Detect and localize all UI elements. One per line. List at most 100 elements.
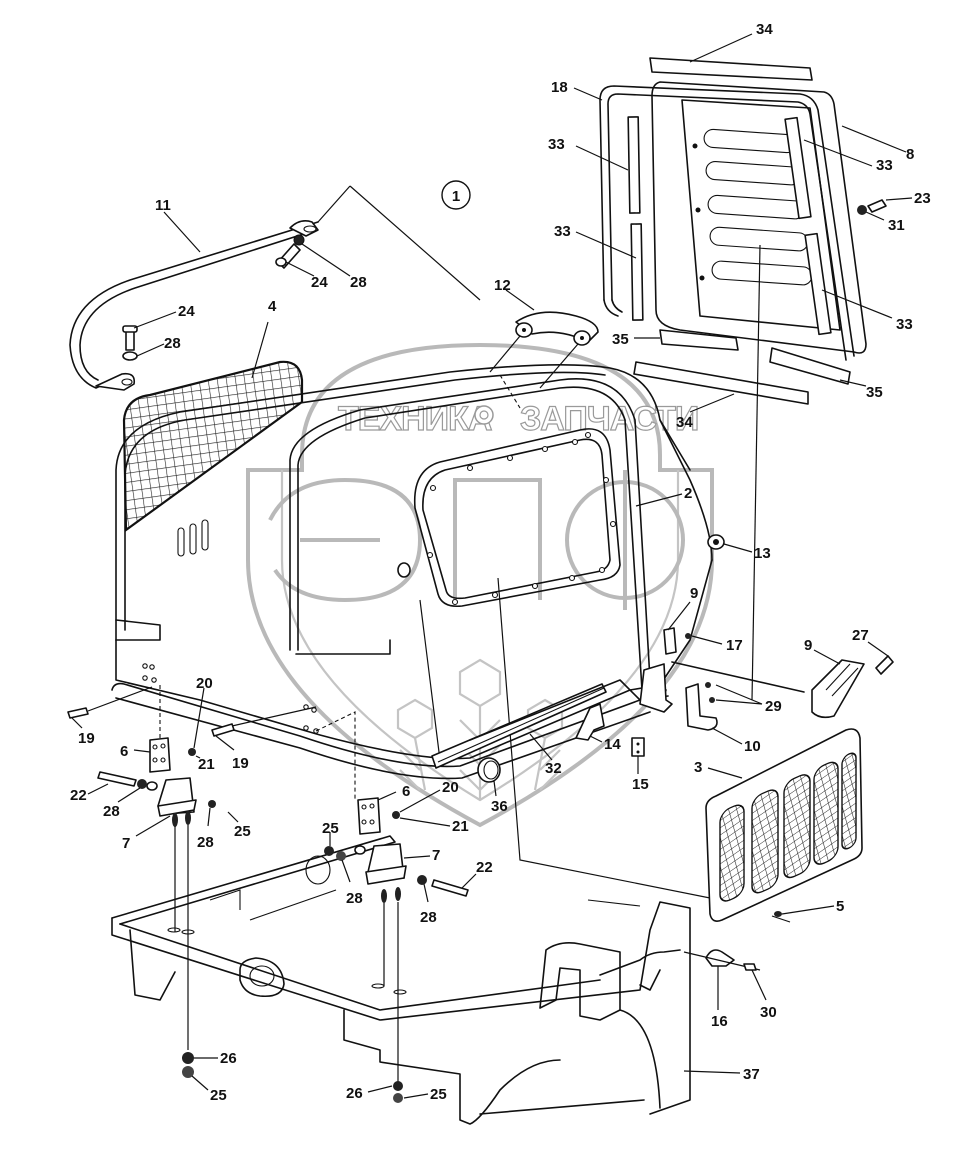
svg-text:16: 16 — [711, 1013, 728, 1030]
callout-13: 13 — [723, 543, 771, 562]
svg-text:17: 17 — [726, 637, 743, 654]
callout-3: 3 — [694, 759, 743, 779]
callout-35-b: 35 — [839, 379, 883, 401]
callout-30: 30 — [751, 969, 777, 1021]
hood-vent-louvres — [177, 519, 209, 557]
callout-4: 4 — [251, 298, 277, 379]
callout-26-b: 26 — [346, 1085, 393, 1102]
callout-25-a: 25 — [227, 811, 251, 840]
callout-34-bottom: 34 — [676, 393, 735, 431]
window-bolts — [426, 431, 617, 606]
callout-7-b: 7 — [403, 847, 440, 864]
svg-text:30: 30 — [760, 1004, 777, 1021]
callout-22-b: 22 — [461, 859, 493, 889]
svg-text:28: 28 — [420, 909, 437, 926]
part-13-grommet — [707, 534, 725, 550]
part-34-bars — [633, 57, 813, 405]
callout-35-a: 35 — [612, 331, 660, 348]
part-9-bracket-left — [663, 627, 691, 655]
callout-32: 32 — [529, 733, 562, 777]
callout-6-a: 6 — [120, 743, 151, 760]
callout-20-b: 20 — [399, 779, 459, 813]
svg-text:9: 9 — [804, 637, 812, 654]
svg-text:28: 28 — [164, 335, 181, 352]
part-10-angle — [685, 682, 718, 731]
callout-10: 10 — [711, 727, 761, 755]
hinge-right — [324, 797, 469, 1082]
callout-11: 11 — [155, 197, 201, 253]
callout-24-a: 24 — [285, 261, 328, 291]
svg-text:33: 33 — [876, 157, 893, 174]
svg-text:21: 21 — [198, 756, 215, 773]
svg-text:27: 27 — [852, 627, 869, 644]
svg-text:23: 23 — [914, 190, 931, 207]
callout-29: 29 — [715, 684, 782, 715]
svg-text:29: 29 — [765, 698, 782, 715]
callout-7-a: 7 — [122, 815, 171, 852]
callout-33-b: 33 — [554, 223, 637, 259]
part-14-clip — [575, 703, 605, 741]
watermark-logo — [268, 470, 685, 610]
svg-text:20: 20 — [442, 779, 459, 796]
svg-text:4: 4 — [268, 298, 277, 315]
svg-text:19: 19 — [78, 730, 95, 747]
svg-text:28: 28 — [103, 803, 120, 820]
svg-text:26: 26 — [346, 1085, 363, 1102]
callout-24-b: 24 — [133, 303, 195, 329]
part-15-plate — [631, 737, 645, 757]
part-23-31-bolt — [751, 199, 887, 701]
callout-34-top: 34 — [689, 21, 773, 63]
callouts: 34 18 33 33 33 33 8 23 31 35 35 34 11 24… — [70, 21, 931, 1104]
svg-text:33: 33 — [548, 136, 565, 153]
callout-37: 37 — [683, 1066, 760, 1083]
part-mount-bracket — [639, 661, 805, 713]
callout-36: 36 — [491, 780, 508, 815]
callout-25-b: 25 — [322, 820, 339, 846]
callout-28-c: 28 — [103, 787, 141, 820]
part-18-tube-frame — [599, 85, 855, 361]
svg-text:25: 25 — [210, 1087, 227, 1104]
svg-text:2: 2 — [684, 485, 692, 502]
callout-28-a: 28 — [301, 243, 367, 291]
callout-6-b: 6 — [377, 783, 410, 801]
svg-text:5: 5 — [836, 898, 844, 915]
svg-text:28: 28 — [346, 890, 363, 907]
callout-9-b: 9 — [804, 637, 841, 665]
callout-20-a: 20 — [193, 675, 213, 749]
svg-text:14: 14 — [604, 736, 621, 753]
callout-5: 5 — [781, 898, 844, 915]
svg-text:3: 3 — [694, 759, 702, 776]
svg-text:20: 20 — [196, 675, 213, 692]
svg-text:28: 28 — [350, 274, 367, 291]
svg-text:10: 10 — [744, 738, 761, 755]
svg-text:36: 36 — [491, 798, 508, 815]
svg-text:22: 22 — [70, 787, 87, 804]
part-37-base-frame — [111, 835, 691, 1125]
svg-text:34: 34 — [676, 414, 693, 431]
callout-16: 16 — [711, 966, 728, 1030]
svg-text:6: 6 — [402, 783, 410, 800]
svg-text:32: 32 — [545, 760, 562, 777]
part-4-mesh-screen — [122, 360, 304, 533]
svg-text:34: 34 — [756, 21, 773, 38]
svg-text:35: 35 — [866, 384, 883, 401]
callout-27: 27 — [852, 627, 889, 657]
callout-33-a: 33 — [548, 136, 629, 171]
part-3-grille — [705, 728, 863, 923]
svg-text:25: 25 — [234, 823, 251, 840]
callout-25-d: 25 — [403, 1086, 447, 1103]
callout-19-a: 19 — [71, 717, 95, 747]
svg-text:24: 24 — [311, 274, 328, 291]
svg-text:22: 22 — [476, 859, 493, 876]
assembly-marker-label: 1 — [452, 188, 460, 205]
callout-23: 23 — [885, 190, 931, 207]
callout-31: 31 — [865, 211, 905, 234]
svg-text:24: 24 — [178, 303, 195, 320]
callout-19-b: 19 — [215, 735, 249, 772]
assembly-marker: 1 — [441, 180, 471, 210]
callout-9-a: 9 — [667, 585, 698, 631]
svg-text:7: 7 — [432, 847, 440, 864]
callout-21-a: 21 — [195, 755, 215, 773]
svg-text:8: 8 — [906, 146, 914, 163]
